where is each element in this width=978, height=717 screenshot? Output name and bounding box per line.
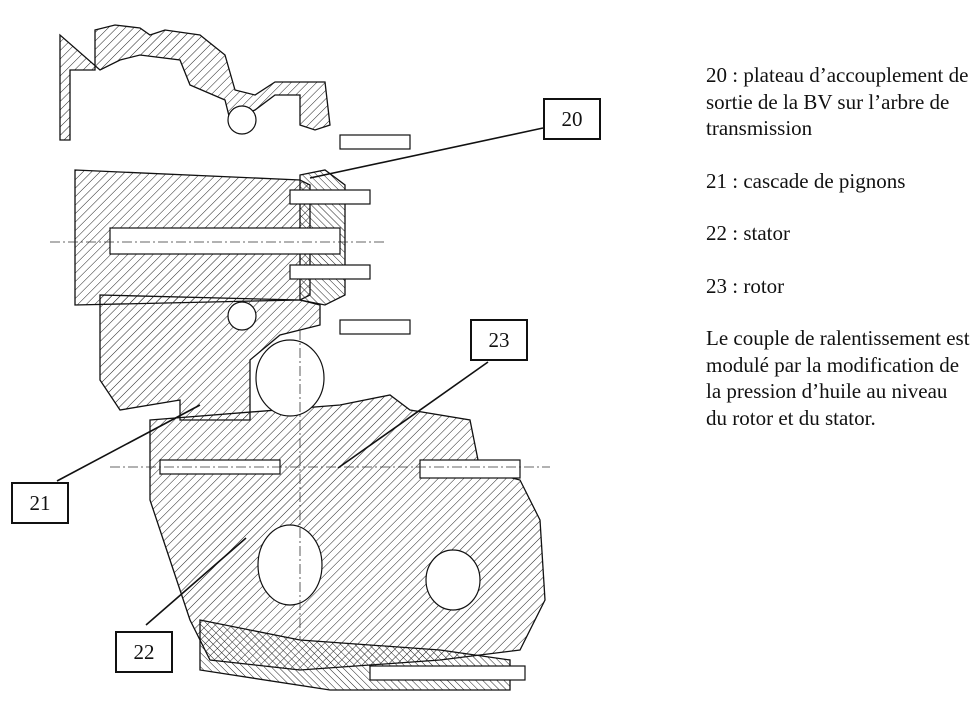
callout-20-label: 20: [561, 106, 583, 131]
shaft-bore: [109, 227, 341, 255]
callout-23-label: 23: [488, 327, 510, 352]
legend-item-21: 21 : cascade de pignons: [706, 168, 906, 193]
upper-bearing: [227, 105, 257, 135]
stator-cavity-lower: [257, 524, 323, 606]
legend-item-22: 22 : stator: [706, 221, 790, 245]
gear-housing: [99, 294, 321, 421]
lower-bolt: [369, 665, 526, 681]
callout-20: 20: [543, 98, 601, 140]
flange-bolt-top: [289, 189, 371, 205]
callout-22: 22: [115, 631, 173, 673]
valve-bolt: [419, 459, 521, 479]
leader-line-22: [145, 537, 247, 626]
legend-note: Le couple de ralentissement est modulé p…: [706, 326, 970, 430]
callout-21-label: 21: [29, 490, 51, 515]
lower-bearing: [227, 301, 257, 331]
flange-bolt-bottom: [289, 264, 371, 280]
legend: 20 : plateau d’accouplement de sortie de…: [706, 62, 971, 457]
legend-item-23: 23 : rotor: [706, 273, 785, 298]
rotor-cavity-upper: [255, 339, 325, 417]
legend-item-20: 20 : plateau d’accouplement de sortie de…: [706, 63, 969, 140]
callout-23: 23: [470, 319, 528, 361]
upper-housing: [59, 24, 331, 141]
outer-bolt-top: [339, 134, 411, 150]
outer-bolt-bottom: [339, 319, 411, 335]
leader-line-20: [309, 127, 544, 179]
callout-21: 21: [11, 482, 69, 524]
housing-bore: [425, 549, 481, 611]
callout-22-label: 22: [133, 639, 155, 664]
leader-line-21: [56, 404, 201, 482]
leader-line-23: [337, 361, 489, 469]
